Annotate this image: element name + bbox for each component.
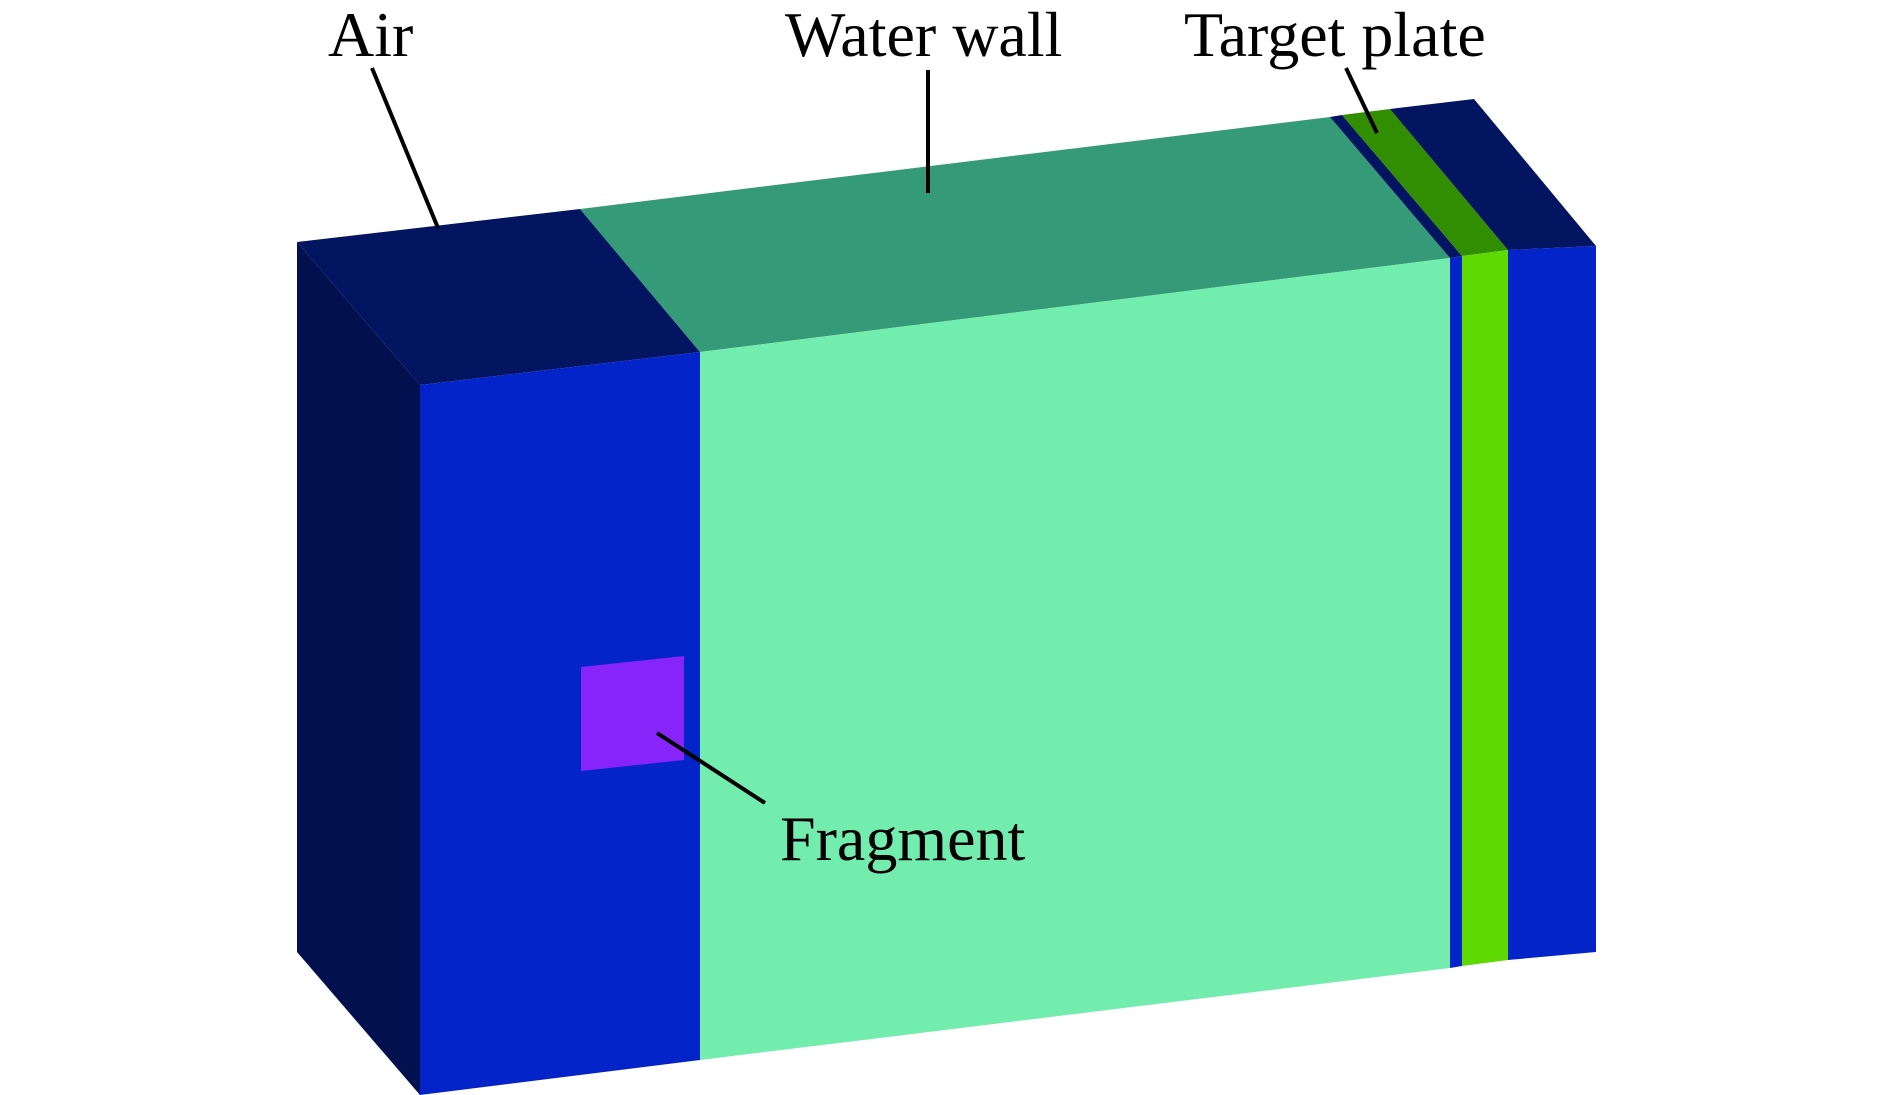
fragment-label: Fragment	[780, 803, 1026, 874]
target-plate-label: Target plate	[1184, 0, 1486, 70]
air-front-face-left	[420, 352, 700, 1095]
water-wall-top-face	[580, 117, 1450, 352]
air-label: Air	[328, 0, 413, 70]
air-gap-front-face	[1450, 256, 1462, 968]
air-top-face-left	[297, 209, 700, 385]
air-top-face-right	[1390, 99, 1596, 250]
water-wall-label: Water wall	[785, 0, 1062, 70]
air-leader-line	[370, 67, 440, 229]
fragment-block	[581, 656, 684, 771]
target-plate-top-face	[1342, 109, 1508, 256]
fragment-leader-line	[655, 731, 767, 805]
target-plate-leader-line	[1344, 67, 1379, 134]
air-front-face-right	[1508, 246, 1596, 960]
air-gap-top-face	[1330, 115, 1462, 258]
air-left-side-face	[297, 242, 420, 1095]
target-plate-front-face	[1462, 250, 1508, 966]
water-wall-front-face	[700, 258, 1450, 1060]
